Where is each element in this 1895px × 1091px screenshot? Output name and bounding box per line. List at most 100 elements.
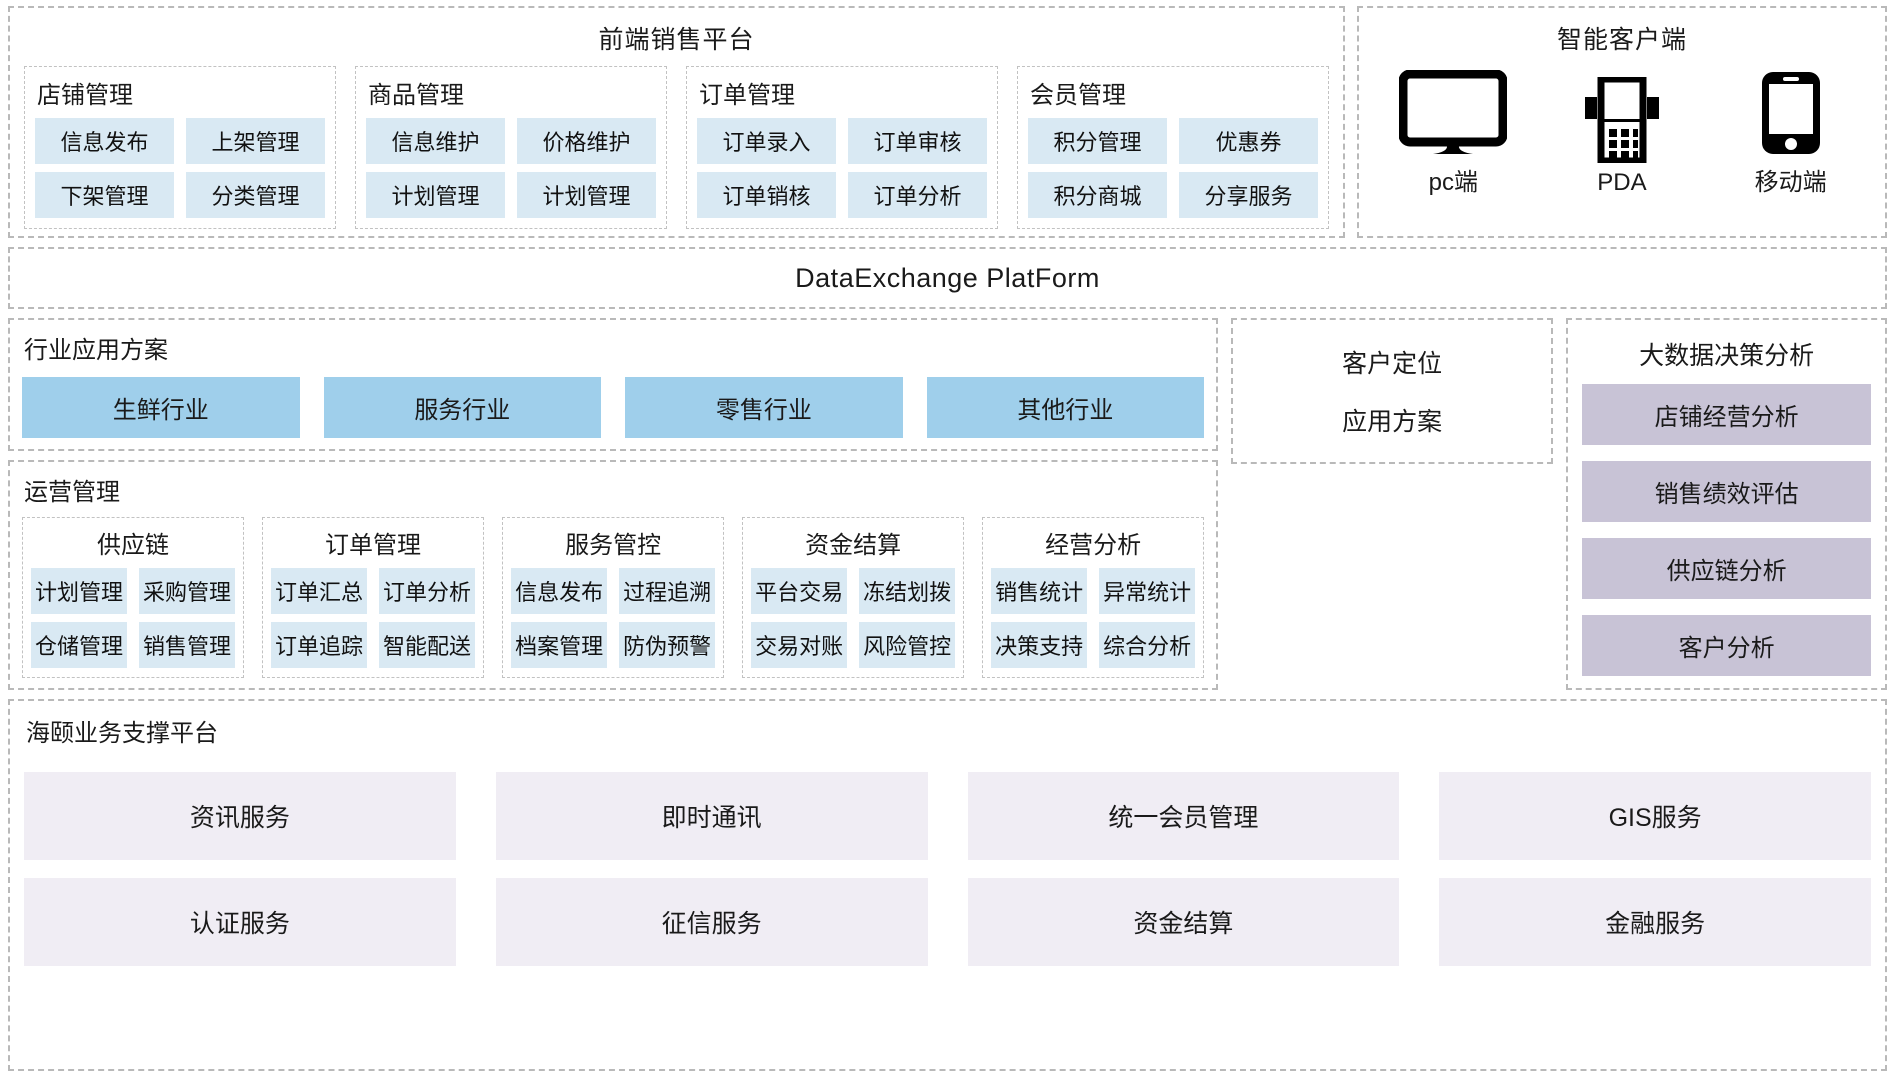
chip-item[interactable]: 订单审核 <box>848 118 987 164</box>
chip-item[interactable]: 防伪预警 <box>619 622 716 668</box>
chip-item[interactable]: 智能配送 <box>379 622 476 668</box>
chip-item[interactable]: 计划管理 <box>31 568 128 614</box>
business-support-title: 海颐业务支撑平台 <box>26 720 218 747</box>
support-chip[interactable]: 认证服务 <box>24 878 456 966</box>
group-title: 资金结算 <box>805 532 902 559</box>
chip-item[interactable]: 分类管理 <box>186 172 325 218</box>
frontend-group-order[interactable]: 订单管理 订单录入 订单审核 订单销核 订单分析 <box>686 66 998 229</box>
chip-item[interactable]: 仓储管理 <box>31 622 128 668</box>
group-items: 积分管理 优惠券 积分商城 分享服务 <box>1028 118 1318 218</box>
bigdata-item-list: 店铺经营分析 销售绩效评估 供应链分析 客户分析 <box>1582 384 1871 676</box>
operations-management-title: 运营管理 <box>24 479 120 506</box>
chip-item[interactable]: 采购管理 <box>139 568 236 614</box>
industry-chip[interactable]: 零售行业 <box>625 377 903 438</box>
frontend-group-list: 店铺管理 信息发布 上架管理 下架管理 分类管理 商品管理 信息维护 价格维护 … <box>20 66 1333 229</box>
group-items: 订单录入 订单审核 订单销核 订单分析 <box>697 118 987 218</box>
chip-item[interactable]: 冻结划拨 <box>859 568 956 614</box>
customer-positioning-line2: 应用方案 <box>1342 408 1443 436</box>
device-mobile[interactable]: 移动端 <box>1716 70 1866 197</box>
chip-item[interactable]: 计划管理 <box>366 172 505 218</box>
chip-item[interactable]: 计划管理 <box>517 172 656 218</box>
support-chip[interactable]: 征信服务 <box>495 878 928 966</box>
chip-item[interactable]: 订单销核 <box>697 172 836 218</box>
smartphone-icon <box>1760 70 1822 156</box>
chip-item[interactable]: 销售统计 <box>991 568 1088 614</box>
operations-group-service-control[interactable]: 服务管控 信息发布 过程追溯 档案管理 防伪预警 <box>502 517 725 678</box>
support-chip[interactable]: 资金结算 <box>967 878 1400 966</box>
group-title: 订单管理 <box>325 532 422 559</box>
chip-item[interactable]: 信息发布 <box>35 118 174 164</box>
chip-item[interactable]: 订单录入 <box>697 118 836 164</box>
chip-item[interactable]: 订单追踪 <box>271 622 368 668</box>
frontend-group-product[interactable]: 商品管理 信息维护 价格维护 计划管理 计划管理 <box>355 66 667 229</box>
group-items: 信息发布 过程追溯 档案管理 防伪预警 <box>511 568 716 668</box>
chip-item[interactable]: 订单分析 <box>848 172 987 218</box>
smart-client-title: 智能客户端 <box>1556 26 1687 54</box>
chip-item[interactable]: 订单汇总 <box>271 568 368 614</box>
support-chip[interactable]: 统一会员管理 <box>967 772 1400 860</box>
industry-chip[interactable]: 服务行业 <box>323 377 602 438</box>
chip-item[interactable]: 风险管控 <box>859 622 956 668</box>
bigdata-chip[interactable]: 客户分析 <box>1582 615 1871 676</box>
group-items: 信息维护 价格维护 计划管理 计划管理 <box>366 118 656 218</box>
customer-positioning-column: 客户定位 应用方案 <box>1231 318 1554 690</box>
industry-chip[interactable]: 生鲜行业 <box>22 377 300 438</box>
device-pc[interactable]: pc端 <box>1378 70 1528 197</box>
support-chip[interactable]: 即时通讯 <box>495 772 928 860</box>
bigdata-chip[interactable]: 店铺经营分析 <box>1582 384 1871 445</box>
group-title: 订单管理 <box>699 82 795 109</box>
chip-item[interactable]: 积分管理 <box>1028 118 1167 164</box>
group-items: 平台交易 冻结划拨 交易对账 风险管控 <box>751 568 956 668</box>
device-label: pc端 <box>1428 169 1478 196</box>
chip-item[interactable]: 订单分析 <box>379 568 476 614</box>
chip-item[interactable]: 销售管理 <box>139 622 236 668</box>
chip-item[interactable]: 分享服务 <box>1179 172 1318 218</box>
device-label: 移动端 <box>1754 169 1827 196</box>
operations-group-business-analysis[interactable]: 经营分析 销售统计 异常统计 决策支持 综合分析 <box>982 517 1205 678</box>
bigdata-decision-analysis-panel: 大数据决策分析 店铺经营分析 销售绩效评估 供应链分析 客户分析 <box>1566 318 1887 690</box>
bigdata-chip[interactable]: 供应链分析 <box>1582 538 1871 599</box>
chip-item[interactable]: 档案管理 <box>511 622 608 668</box>
operations-group-supply-chain[interactable]: 供应链 计划管理 采购管理 仓储管理 销售管理 <box>22 517 245 678</box>
customer-positioning-panel[interactable]: 客户定位 应用方案 <box>1231 318 1554 464</box>
industry-solutions-title: 行业应用方案 <box>24 337 168 364</box>
frontend-group-member[interactable]: 会员管理 积分管理 优惠券 积分商城 分享服务 <box>1017 66 1329 229</box>
chip-item[interactable]: 信息维护 <box>366 118 505 164</box>
chip-item[interactable]: 交易对账 <box>751 622 848 668</box>
group-title: 店铺管理 <box>37 82 133 109</box>
chip-item[interactable]: 综合分析 <box>1099 622 1196 668</box>
device-list: pc端 <box>1369 70 1875 197</box>
chip-item[interactable]: 异常统计 <box>1099 568 1196 614</box>
device-pda[interactable]: PDA <box>1547 77 1697 197</box>
operations-group-list: 供应链 计划管理 采购管理 仓储管理 销售管理 订单管理 订单汇总 订单分析 <box>22 517 1205 678</box>
chip-item[interactable]: 平台交易 <box>751 568 848 614</box>
operations-group-order[interactable]: 订单管理 订单汇总 订单分析 订单追踪 智能配送 <box>262 517 485 678</box>
group-title: 经营分析 <box>1045 532 1142 559</box>
group-items: 计划管理 采购管理 仓储管理 销售管理 <box>31 568 236 668</box>
group-title: 商品管理 <box>368 82 464 109</box>
support-chip[interactable]: 资讯服务 <box>24 772 456 860</box>
chip-item[interactable]: 积分商城 <box>1028 172 1167 218</box>
chip-item[interactable]: 过程追溯 <box>619 568 716 614</box>
industry-solutions-panel: 行业应用方案 生鲜行业 服务行业 零售行业 其他行业 <box>8 318 1219 451</box>
chip-item[interactable]: 下架管理 <box>35 172 174 218</box>
support-chip[interactable]: GIS服务 <box>1439 772 1871 860</box>
bigdata-title: 大数据决策分析 <box>1639 342 1815 370</box>
data-exchange-title: DataExchange PlatForm <box>795 262 1100 293</box>
operations-group-fund-settlement[interactable]: 资金结算 平台交易 冻结划拨 交易对账 风险管控 <box>742 517 965 678</box>
chip-item[interactable]: 决策支持 <box>991 622 1088 668</box>
chip-item[interactable]: 上架管理 <box>186 118 325 164</box>
device-label: PDA <box>1597 169 1647 196</box>
chip-item[interactable]: 信息发布 <box>511 568 608 614</box>
industry-chip[interactable]: 其他行业 <box>926 377 1205 438</box>
business-support-platform-panel: 海颐业务支撑平台 资讯服务 即时通讯 统一会员管理 GIS服务 认证服务 征信服… <box>8 699 1887 1071</box>
chip-item[interactable]: 优惠券 <box>1179 118 1318 164</box>
group-items: 订单汇总 订单分析 订单追踪 智能配送 <box>271 568 476 668</box>
frontend-group-store[interactable]: 店铺管理 信息发布 上架管理 下架管理 分类管理 <box>24 66 336 229</box>
bigdata-chip[interactable]: 销售绩效评估 <box>1582 461 1871 522</box>
support-chip[interactable]: 金融服务 <box>1439 878 1871 966</box>
group-title: 服务管控 <box>565 532 662 559</box>
chip-item[interactable]: 价格维护 <box>517 118 656 164</box>
group-title: 供应链 <box>97 532 170 559</box>
